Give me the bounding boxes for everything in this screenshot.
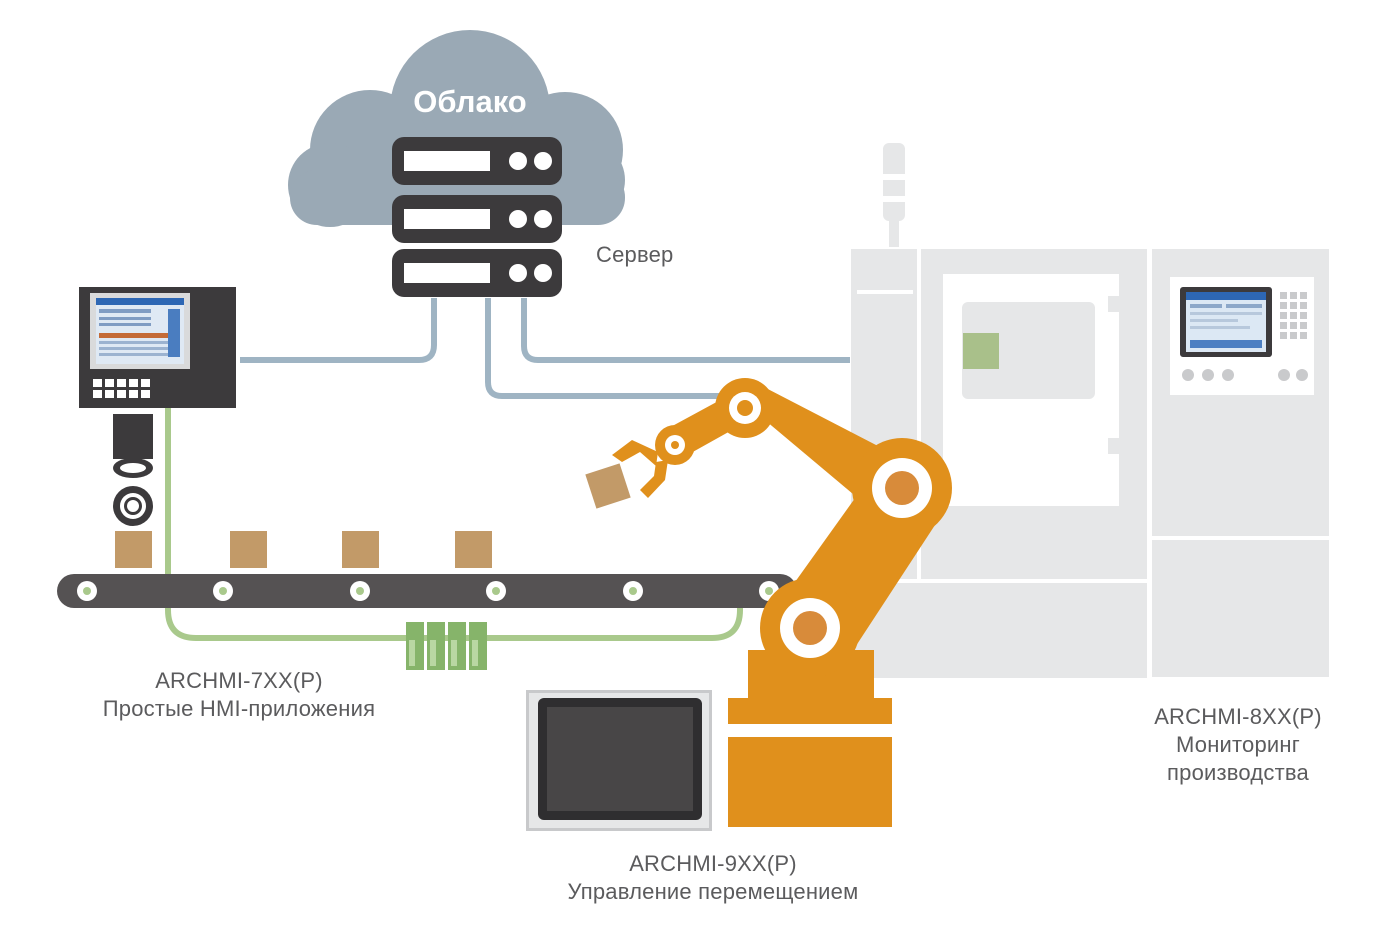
hmi9-screen (547, 707, 693, 811)
line-cloud-to-robot (485, 298, 720, 399)
hmi8-device (1180, 287, 1308, 381)
server-label-text: Сервер (596, 242, 674, 267)
network-lines (240, 298, 850, 399)
hmi7-caption: Простые HMI-приложения (102, 696, 376, 721)
box (115, 531, 152, 568)
hmi8-knobs (1182, 369, 1308, 381)
hmi8-caption-line2: производства (1167, 760, 1309, 785)
hmi7-device (79, 287, 236, 408)
hmi7-model: ARCHMI-7XX(P) (155, 668, 323, 693)
camera-sensor (113, 414, 153, 526)
hmi9-label: ARCHMI-9XX(P) Управление перемещением (548, 850, 878, 906)
server-icon (392, 137, 562, 297)
robot-gripper (612, 440, 658, 466)
robot-base (728, 737, 892, 827)
conveyor-belt (57, 574, 797, 608)
hmi9-model: ARCHMI-9XX(P) (629, 851, 797, 876)
workpiece (963, 333, 999, 369)
conveyor-boxes (115, 531, 492, 568)
hmi9-caption: Управление перемещением (567, 879, 859, 904)
machine-window (962, 302, 1095, 399)
cloud-title: Облако (413, 84, 527, 119)
hmi7-label: ARCHMI-7XX(P) Простые HMI-приложения (86, 667, 392, 723)
hmi8-keypad (1280, 292, 1307, 339)
machine-base (851, 583, 1147, 678)
hmi8-caption-line1: Мониторинг (1175, 732, 1300, 757)
gripped-box (585, 463, 631, 509)
signal-tower-light (883, 143, 905, 221)
hmi8-model: ARCHMI-8XX(P) (1154, 704, 1322, 729)
box (230, 531, 267, 568)
line-cloud-to-cnc (521, 298, 850, 363)
line-cloud-to-hmi7 (240, 298, 437, 363)
robot-arm (585, 378, 952, 827)
io-modules (406, 622, 487, 670)
box (342, 531, 379, 568)
hmi7-keypad (93, 379, 150, 398)
box (455, 531, 492, 568)
hmi9-device (526, 690, 712, 831)
server-label: Сервер (596, 241, 673, 269)
hmi8-label: ARCHMI-8XX(P) Мониторинг производства (1138, 703, 1338, 787)
cnc-machine (851, 143, 1329, 678)
